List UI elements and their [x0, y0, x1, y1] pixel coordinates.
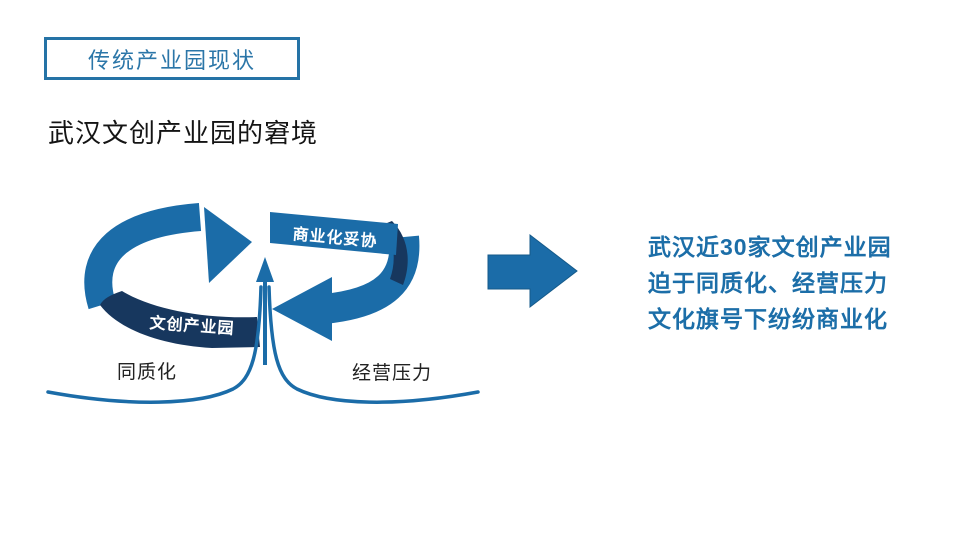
- pressure-label-left: 同质化: [117, 362, 178, 383]
- pressure-spike-curve: [46, 257, 480, 404]
- left-cycle-arrowhead-icon: [204, 207, 252, 283]
- left-cycle-arc: [84, 203, 202, 310]
- section-tag-label: 传统产业园现状: [87, 47, 256, 73]
- right-cycle-arrowhead-icon: [272, 277, 332, 341]
- conclusion-line-1: 武汉近30家文创产业园: [648, 234, 892, 260]
- pressure-label-right: 经营压力: [352, 363, 433, 384]
- section-tag-box: 传统产业园现状: [44, 37, 300, 80]
- bottom-band: [100, 291, 260, 348]
- conclusion-text: 武汉近30家文创产业园 迫于同质化、经营压力 文化旗号下纷纷商业化: [648, 229, 908, 337]
- spike-curve-right: [267, 285, 480, 404]
- top-band: [270, 212, 398, 255]
- dilemma-cycle-diagram: 文创产业园 商业化妥协: [46, 203, 578, 404]
- slide-heading: 武汉文创产业园的窘境: [48, 119, 319, 148]
- conclusion-line-3: 文化旗号下纷纷商业化: [648, 306, 888, 332]
- cycle-arrows: 文创产业园 商业化妥协: [84, 203, 420, 348]
- conclusion-line-2: 迫于同质化、经营压力: [648, 270, 888, 296]
- right-arrow-icon: [487, 233, 578, 309]
- spike-curve-left: [46, 285, 263, 404]
- up-arrow-head-icon: [256, 257, 274, 282]
